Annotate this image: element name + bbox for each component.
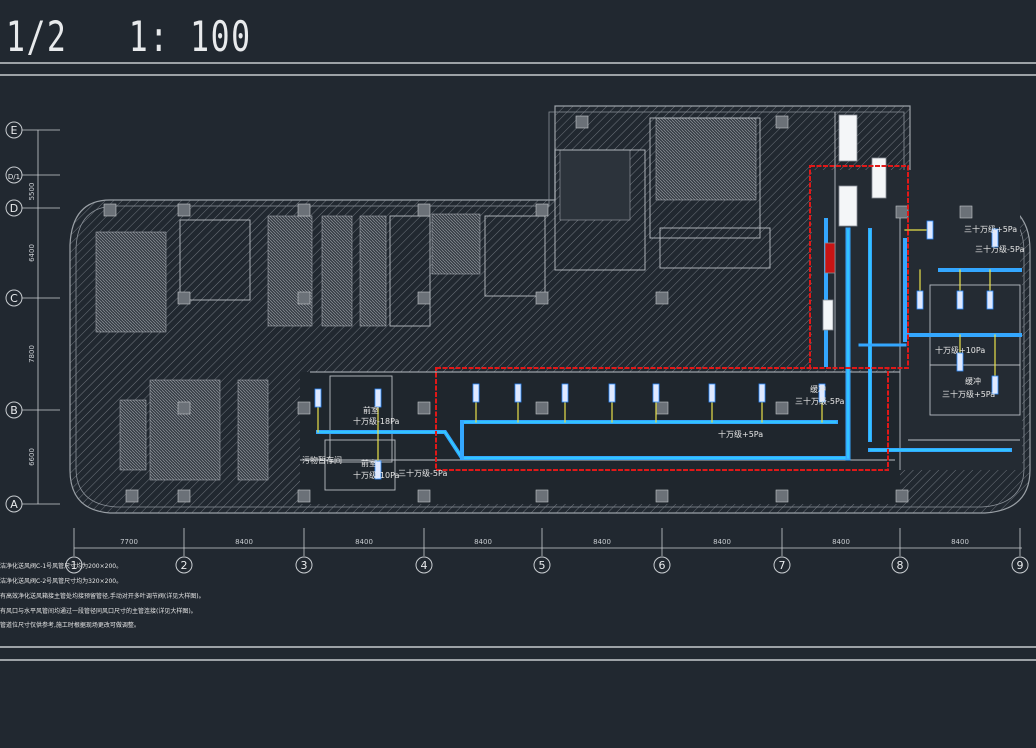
diffuser — [818, 383, 826, 403]
room-labels: 前室十万级-18Pa前室十万级-10Pa污物暂存间三十万级-5Pa缓冲三十万级-… — [302, 224, 1024, 480]
diffuser — [926, 220, 934, 240]
air-diffusers — [314, 220, 999, 480]
design-note-2: 洁净化送风阀C-2号风管尺寸均为320×200。 — [0, 578, 123, 585]
row-bubble: D/1 — [5, 166, 23, 184]
room-label: 十万级-10Pa — [353, 470, 400, 480]
column-bubble: 3 — [295, 528, 313, 574]
air-handling-units — [822, 114, 887, 331]
diffuser — [472, 383, 480, 403]
row-bubble: B — [5, 401, 23, 419]
room-label: 前室 — [361, 458, 377, 468]
row-bubble-label: A — [10, 498, 18, 511]
room-label: 三十万级-5Pa — [795, 396, 844, 406]
row-bubble-label: D/1 — [8, 173, 20, 181]
design-note-3: 有高效净化送风箱接主管处均接预留管径,手动对开多叶调节阀(详见大样图)。 — [0, 593, 205, 600]
column-bubble: 5 — [533, 528, 551, 574]
design-note-1: 洁净化送风阀C-1号风管尺寸均为200×200。 — [0, 563, 123, 570]
column-bubble-label: 4 — [421, 559, 428, 572]
column-bubble-label: 5 — [539, 559, 546, 572]
diffuser — [916, 290, 924, 310]
diffuser — [956, 290, 964, 310]
row-dimension-chain — [22, 129, 60, 505]
design-note-4: 有风口与水平风管间均通过一段管径同风口尺寸的主管连接(详见大样图)。 — [0, 608, 197, 615]
column-bubble: 1 — [65, 528, 83, 574]
diffuser — [608, 383, 616, 403]
row-bubble: D — [5, 199, 23, 217]
design-note-5: 管道位尺寸仅供参考,施工时根据现场更改可做调整。 — [0, 622, 140, 629]
row-dimension-text: 6400 — [28, 244, 36, 262]
room-label: 污物暂存间 — [302, 455, 342, 465]
column-bubble-label: 7 — [779, 559, 786, 572]
structural-columns — [103, 115, 973, 503]
room-label: 缓冲 — [810, 384, 826, 394]
column-bubble-label: 8 — [897, 559, 904, 572]
column-dimension-text: 8400 — [355, 538, 373, 546]
row-dimension-text: 5500 — [28, 183, 36, 201]
column-dimension-text: 8400 — [235, 538, 253, 546]
room-label: 十万级+10Pa — [935, 345, 985, 355]
diffuser — [991, 375, 999, 395]
column-bubble: 4 — [415, 528, 433, 574]
diffuser — [991, 228, 999, 248]
column-dimension-text: 8400 — [713, 538, 731, 546]
column-dimension-text: 7700 — [120, 538, 138, 546]
row-bubble-label: B — [10, 404, 18, 417]
column-bubble-label: 9 — [1017, 559, 1024, 572]
drawing-scale-title: 1/2 1: 100 — [6, 12, 252, 61]
column-bubble: 8 — [891, 528, 909, 574]
diffuser — [708, 383, 716, 403]
column-bubble-label: 2 — [181, 559, 188, 572]
column-bubble: 7 — [773, 528, 791, 574]
column-bubble-label: 6 — [659, 559, 666, 572]
row-bubble: C — [5, 289, 23, 307]
hvac-ducts — [316, 218, 1022, 471]
column-bubble-label: 1 — [71, 559, 78, 572]
diffuser — [986, 290, 994, 310]
room-label: 十万级+5Pa — [718, 429, 763, 439]
column-bubble: 9 — [1011, 528, 1029, 574]
column-dimension-text: 8400 — [474, 538, 492, 546]
diffuser — [561, 383, 569, 403]
room-label: 三十万级-5Pa — [398, 468, 447, 478]
row-dimension-text: 6600 — [28, 448, 36, 466]
column-bubble: 6 — [653, 528, 671, 574]
revision-clouds — [435, 165, 909, 471]
diffuser — [374, 388, 382, 408]
frame-lines — [0, 62, 1036, 661]
row-bubble: A — [5, 495, 23, 513]
room-label: 缓冲 — [965, 376, 981, 386]
row-bubble-label: E — [11, 124, 18, 137]
diffuser — [374, 460, 382, 480]
room-label: 三十万级+5Pa — [942, 389, 995, 399]
column-bubble: 2 — [175, 528, 193, 574]
row-bubble: E — [5, 121, 23, 139]
column-dimension-text: 8400 — [832, 538, 850, 546]
row-grid-bubbles: E D/1D C B A 5500 6400 7800 6600 — [5, 121, 36, 513]
hatched-blocks — [95, 117, 757, 481]
row-bubble-label: D — [10, 202, 18, 215]
room-label: 十万级-18Pa — [353, 416, 400, 426]
column-bubble-label: 3 — [301, 559, 308, 572]
diffuser — [514, 383, 522, 403]
diffuser — [314, 388, 322, 408]
room-label: 三十万级+5Pa — [964, 224, 1017, 234]
diffuser — [652, 383, 660, 403]
row-bubble-label: C — [10, 292, 18, 305]
room-label: 前室 — [363, 405, 379, 415]
column-grid-bubbles: 1 2 3 4 5 6 7 8 9 7700 8400 8400 8400 8400 8400 8400 840… — [65, 528, 1029, 574]
column-dimension-text: 8400 — [593, 538, 611, 546]
row-dimension-text: 7800 — [28, 345, 36, 363]
column-dimension-text: 8400 — [951, 538, 969, 546]
diffuser — [956, 352, 964, 372]
room-label: 三十万级-5Pa — [975, 244, 1024, 254]
diffuser — [758, 383, 766, 403]
